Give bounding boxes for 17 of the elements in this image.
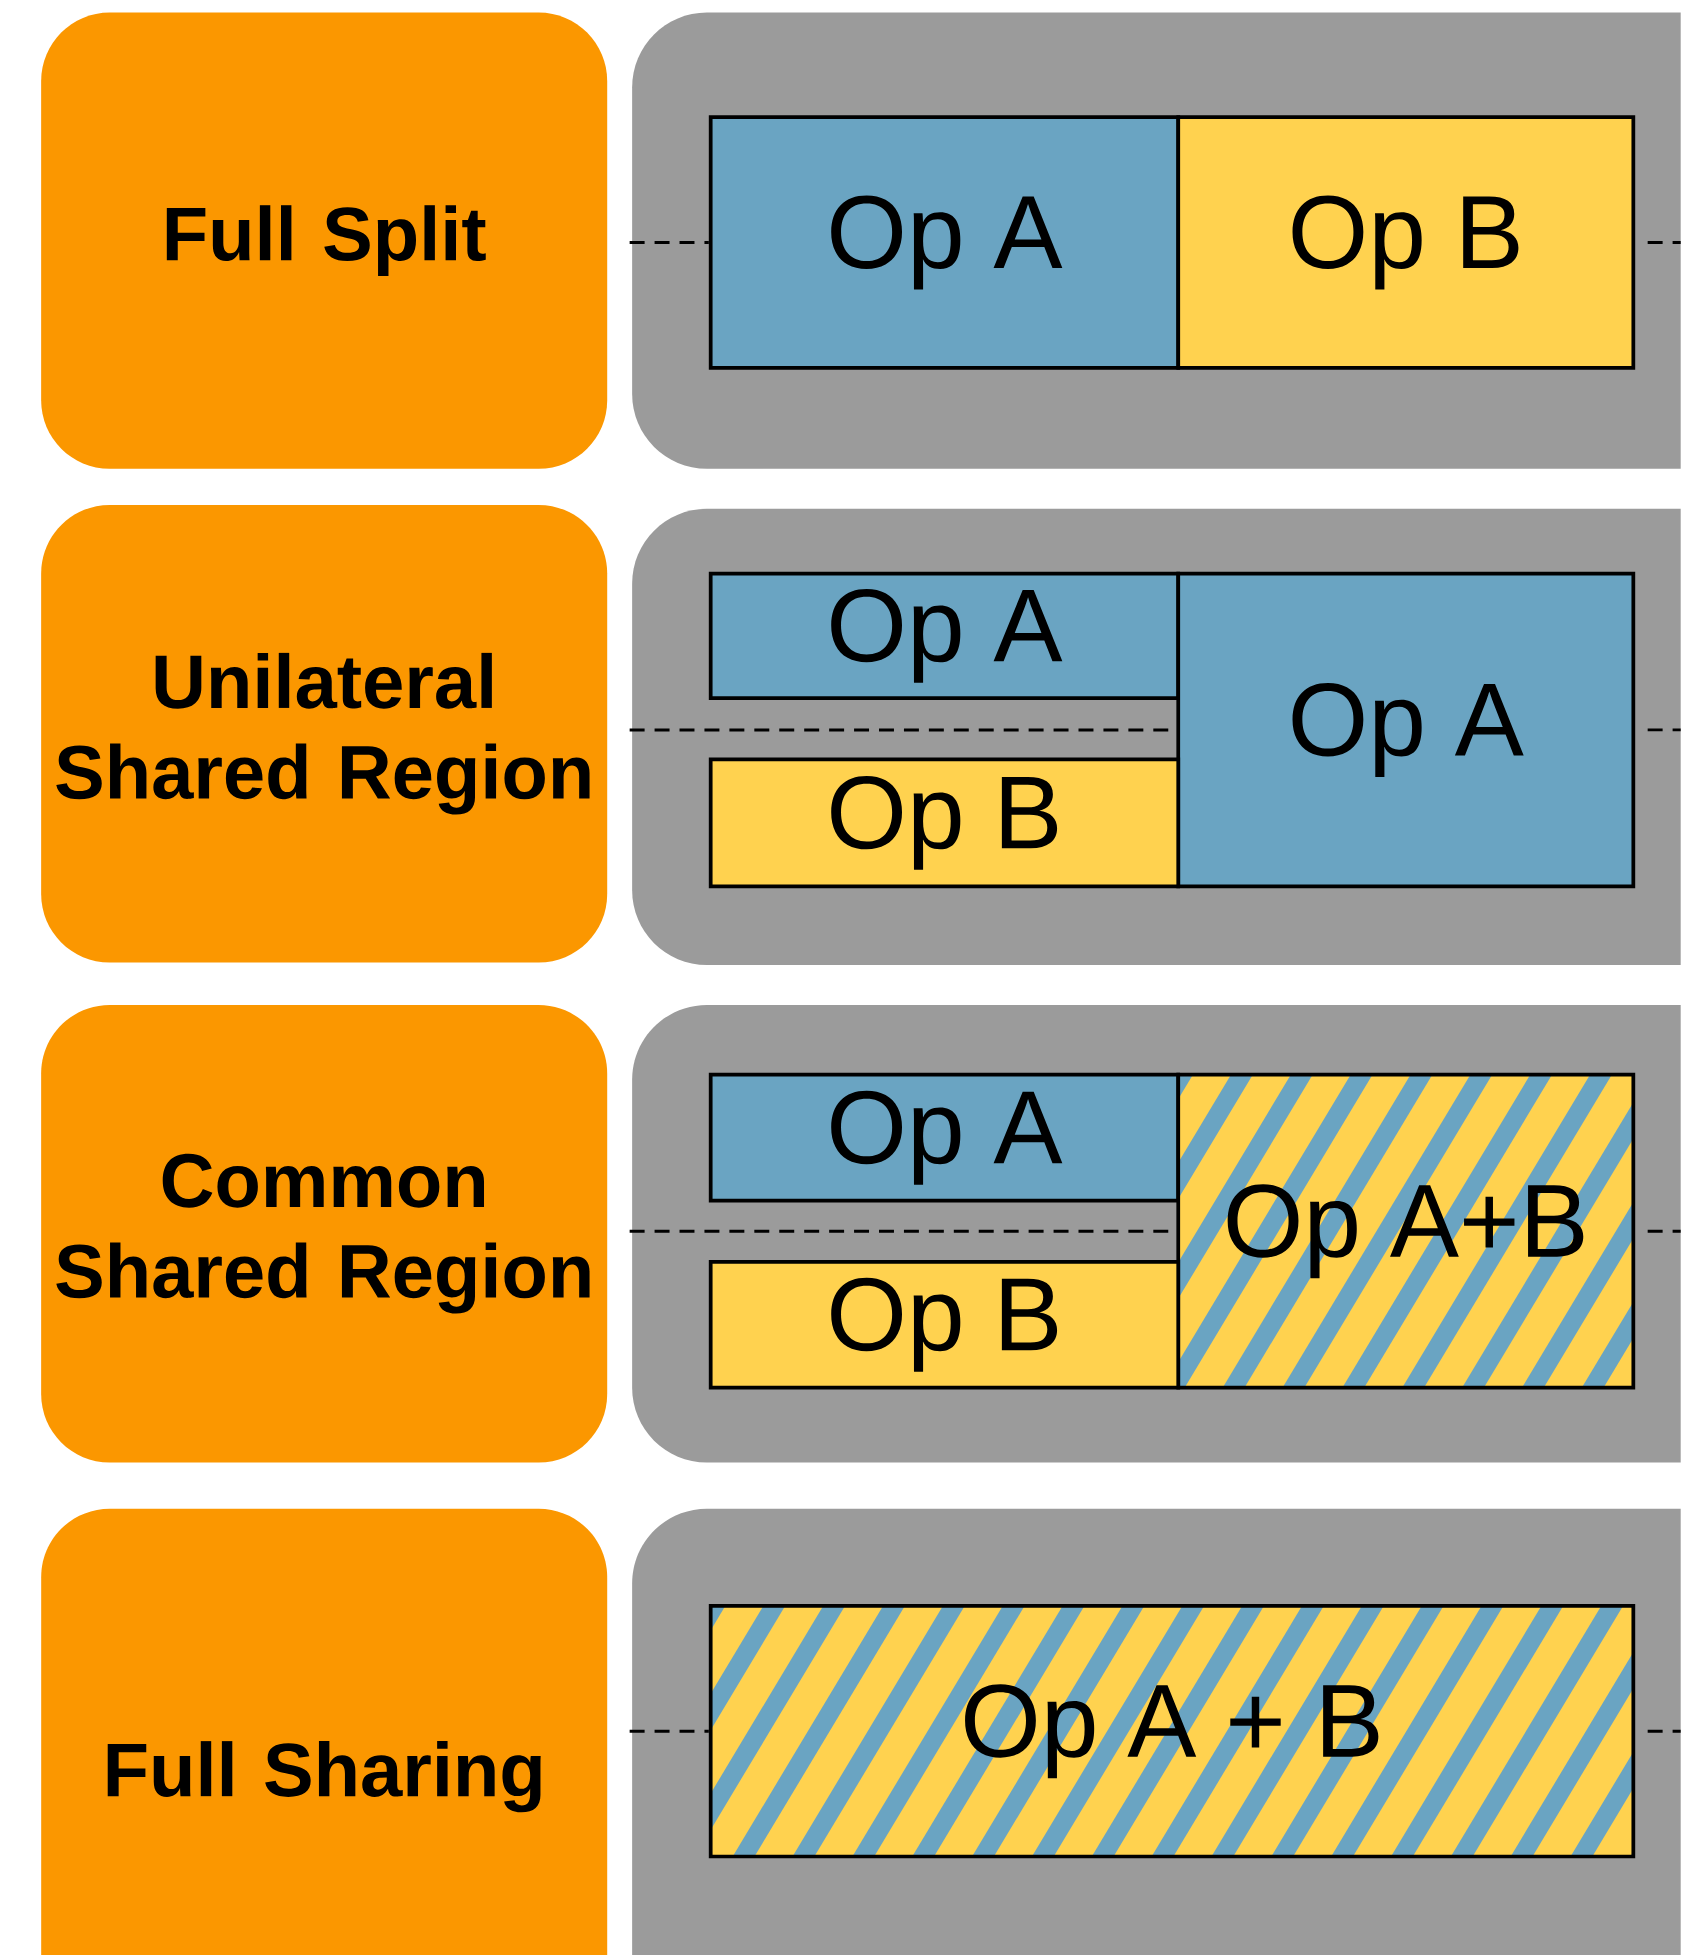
operation-box: Op B xyxy=(708,1259,1181,1390)
operation-box: Op A xyxy=(1176,571,1636,889)
category-box: Common Shared Region xyxy=(41,1004,608,1463)
dashed-line xyxy=(1647,1229,1681,1233)
operation-box: Op A xyxy=(708,115,1181,370)
operation-box: Op A xyxy=(708,571,1181,701)
dashed-line xyxy=(1647,728,1681,732)
category-box: Full Split xyxy=(41,12,608,469)
dashed-line xyxy=(629,1729,709,1733)
operation-box: Op B xyxy=(1176,115,1636,370)
operation-box: Op A xyxy=(708,1072,1181,1203)
category-box: Unilateral Shared Region xyxy=(41,504,608,963)
dashed-line xyxy=(1647,240,1681,245)
operation-box: Op B xyxy=(708,757,1181,889)
category-box: Full Sharing xyxy=(41,1508,608,1955)
dashed-line xyxy=(629,240,709,245)
dashed-line xyxy=(1647,1729,1681,1733)
